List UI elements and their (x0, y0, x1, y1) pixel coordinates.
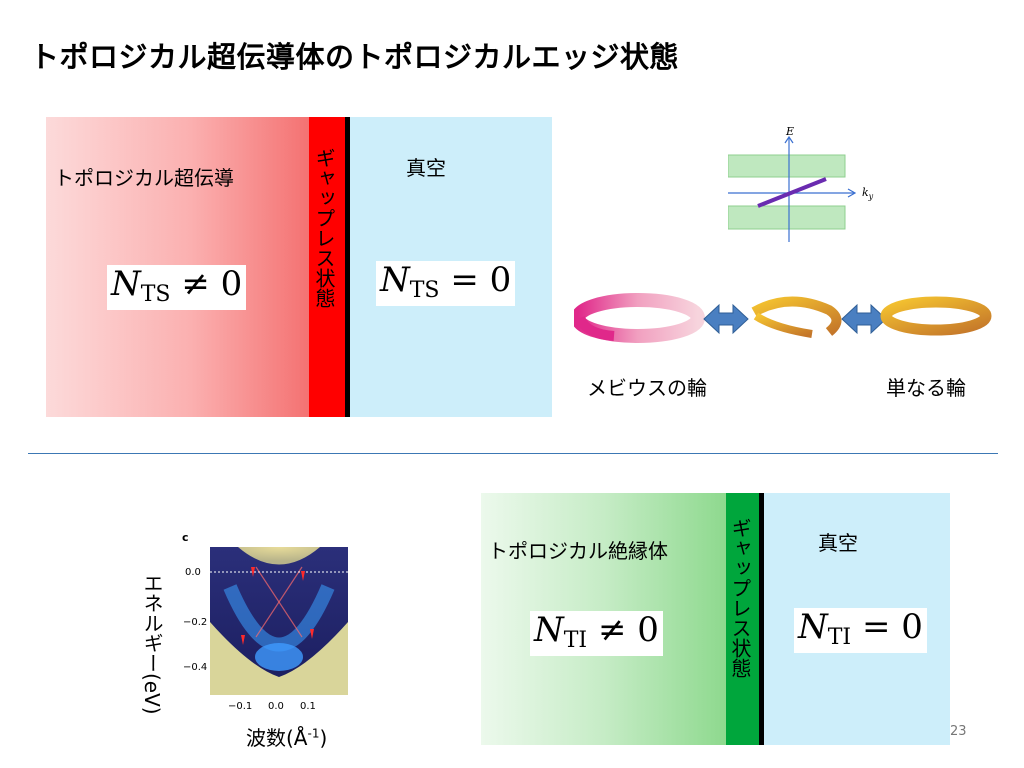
simple-ring (880, 296, 992, 336)
energy-axis-title: エネルギー(eV) (140, 573, 164, 715)
ts-nonzero-formula: NTS ≠ 0 (107, 265, 247, 310)
ring-caption: 単なる輪 (886, 376, 966, 400)
ti-nonzero-formula: NTI ≠ 0 (530, 611, 663, 656)
double-arrow-icon (841, 303, 887, 335)
x-tick-1: 0.0 (268, 701, 284, 712)
vacuum-label: 真空 (818, 531, 858, 555)
gapless-state-label: ギャップレス状態 (312, 148, 336, 308)
superconductor-label: トポロジカル超伝導 (54, 166, 234, 190)
cut-ring (751, 296, 842, 338)
energy-axis-label: E (785, 125, 794, 138)
ts-zero-formula: NTS = 0 (376, 261, 516, 306)
insulator-label: トポロジカル絶縁体 (488, 539, 668, 563)
boundary-line (345, 117, 350, 417)
section-divider (28, 453, 998, 454)
mobius-caption: メビウスの輪 (587, 376, 707, 400)
gapless-strip-green (726, 493, 759, 745)
momentum-axis-label: ky (862, 186, 874, 202)
vacuum-label: 真空 (406, 156, 446, 180)
page-number: 23 (950, 724, 967, 739)
y-tick-0: 0.0 (185, 567, 201, 578)
mobius-strip (574, 293, 705, 343)
gapless-state-label: ギャップレス状態 (728, 518, 752, 678)
gapless-strip-red (309, 117, 345, 417)
y-tick-1: −0.2 (183, 617, 207, 628)
wavenumber-axis-title: 波数(Å-1) (246, 726, 328, 750)
ti-zero-formula: NTI = 0 (794, 608, 927, 653)
panel-letter: c (182, 531, 189, 544)
y-tick-2: −0.4 (183, 662, 207, 673)
x-tick-0: −0.1 (228, 701, 252, 712)
edge-band-diagram: E (728, 125, 856, 242)
arpes-band-image: c 0.0 −0.2 −0.4 −0.1 0.0 0.1 (182, 531, 348, 712)
double-arrow-icon (703, 303, 749, 335)
slide-title: トポロジカル超伝導体のトポロジカルエッジ状態 (30, 40, 680, 74)
mobius-to-ring-illustration (574, 293, 992, 343)
boundary-line (759, 493, 764, 745)
x-tick-2: 0.1 (300, 701, 316, 712)
